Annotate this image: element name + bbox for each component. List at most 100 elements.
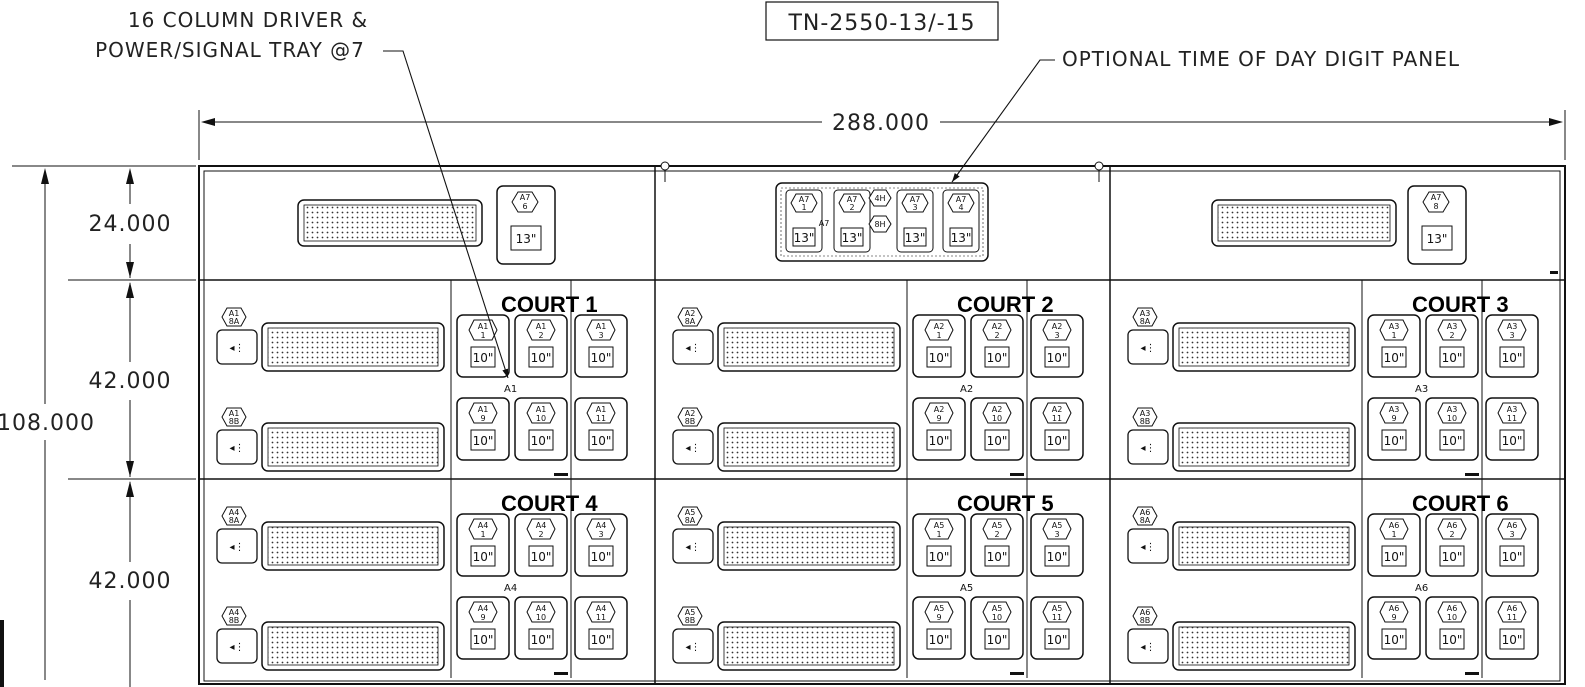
sign-id: 8A [685, 516, 696, 525]
sign-id: 8B [229, 616, 240, 625]
overall-width-label: 288.000 [832, 111, 930, 136]
horn-icon: ◂⋮ [1140, 642, 1155, 653]
digit-size: 10" [987, 633, 1008, 647]
digit-size: 10" [531, 550, 552, 564]
court-group-label: A4 [504, 583, 517, 594]
sign-group: A4 [229, 608, 240, 617]
top-row-height-label: 24.000 [89, 212, 172, 237]
time-of-day-callout-text: OPTIONAL TIME OF DAY DIGIT PANEL [1062, 47, 1460, 71]
horn-icon: ◂⋮ [229, 642, 244, 653]
digit-size: 10" [473, 351, 494, 365]
digit-number: 11 [1052, 414, 1062, 423]
digit-size: 10" [1384, 550, 1405, 564]
digit-number: 9 [936, 414, 941, 423]
digit-group: A4 [596, 521, 607, 530]
top-digit-left-size: 13" [516, 232, 537, 246]
digit-group: A6 [1389, 521, 1400, 530]
sign-id: 8A [229, 516, 240, 525]
tod-group-label: A7 [819, 219, 830, 228]
digit-group: A3 [1447, 405, 1458, 414]
tod-digit-num: 3 [912, 203, 917, 212]
digit-group: A2 [934, 322, 945, 331]
digit-group: A5 [934, 521, 945, 530]
digit-size: 10" [1047, 434, 1068, 448]
digit-number: 10 [536, 414, 546, 423]
horn-icon: ◂⋮ [229, 542, 244, 553]
message-panel [723, 626, 895, 666]
scoreboard-frame [198, 161, 1566, 685]
message-panel [1178, 327, 1350, 367]
sign-group: A6 [1140, 608, 1151, 617]
digit-group: A3 [1447, 322, 1458, 331]
digit-size: 10" [1384, 351, 1405, 365]
tod-digit-top: A7 [956, 195, 967, 204]
top-digit-left-num: 6 [522, 202, 527, 211]
height-dimensions: 108.000 24.000 42.000 42.000 [0, 165, 196, 687]
digit-group: A2 [992, 405, 1003, 414]
digit-number: 10 [536, 613, 546, 622]
tod-digit-num: 1 [801, 203, 806, 212]
digit-number: 2 [994, 331, 999, 340]
digit-number: 2 [538, 530, 543, 539]
digit-number: 1 [480, 331, 485, 340]
digit-group: A3 [1389, 405, 1400, 414]
digit-number: 9 [1391, 613, 1396, 622]
horn-icon: ◂⋮ [685, 443, 700, 454]
digit-size: 10" [1442, 550, 1463, 564]
digit-number: 11 [596, 613, 606, 622]
sign-group: A5 [685, 608, 696, 617]
digit-size: 10" [929, 434, 950, 448]
digit-size: 10" [1442, 633, 1463, 647]
digit-number: 1 [1391, 530, 1396, 539]
top-digit-left: A7 6 13" [496, 185, 556, 265]
digit-group: A4 [536, 604, 547, 613]
sign-id: 8B [229, 417, 240, 426]
sign-id: 8A [685, 317, 696, 326]
digit-group: A5 [992, 604, 1003, 613]
digit-group: A2 [1052, 405, 1063, 414]
message-panel [1178, 526, 1350, 566]
tod-digit-size: 13" [951, 231, 972, 245]
digit-group: A2 [934, 405, 945, 414]
digit-number: 3 [1054, 331, 1059, 340]
digit-size: 10" [591, 434, 612, 448]
digit-size: 10" [1502, 550, 1523, 564]
digit-number: 9 [480, 414, 485, 423]
horn-icon: ◂⋮ [685, 343, 700, 354]
digit-group: A6 [1389, 604, 1400, 613]
tod-minute-mark: 8H [874, 220, 885, 229]
digit-size: 10" [929, 351, 950, 365]
digit-group: A4 [478, 604, 489, 613]
sign-group: A1 [229, 409, 240, 418]
court-group-label: A6 [1415, 583, 1428, 594]
digit-size: 10" [1502, 633, 1523, 647]
digit-size: 10" [1502, 351, 1523, 365]
digit-number: 3 [598, 530, 603, 539]
digit-size: 10" [473, 550, 494, 564]
digit-number: 10 [992, 613, 1002, 622]
top-digit-right-top: A7 [1431, 193, 1442, 202]
digit-group: A5 [934, 604, 945, 613]
top-digit-left-top: A7 [520, 193, 531, 202]
